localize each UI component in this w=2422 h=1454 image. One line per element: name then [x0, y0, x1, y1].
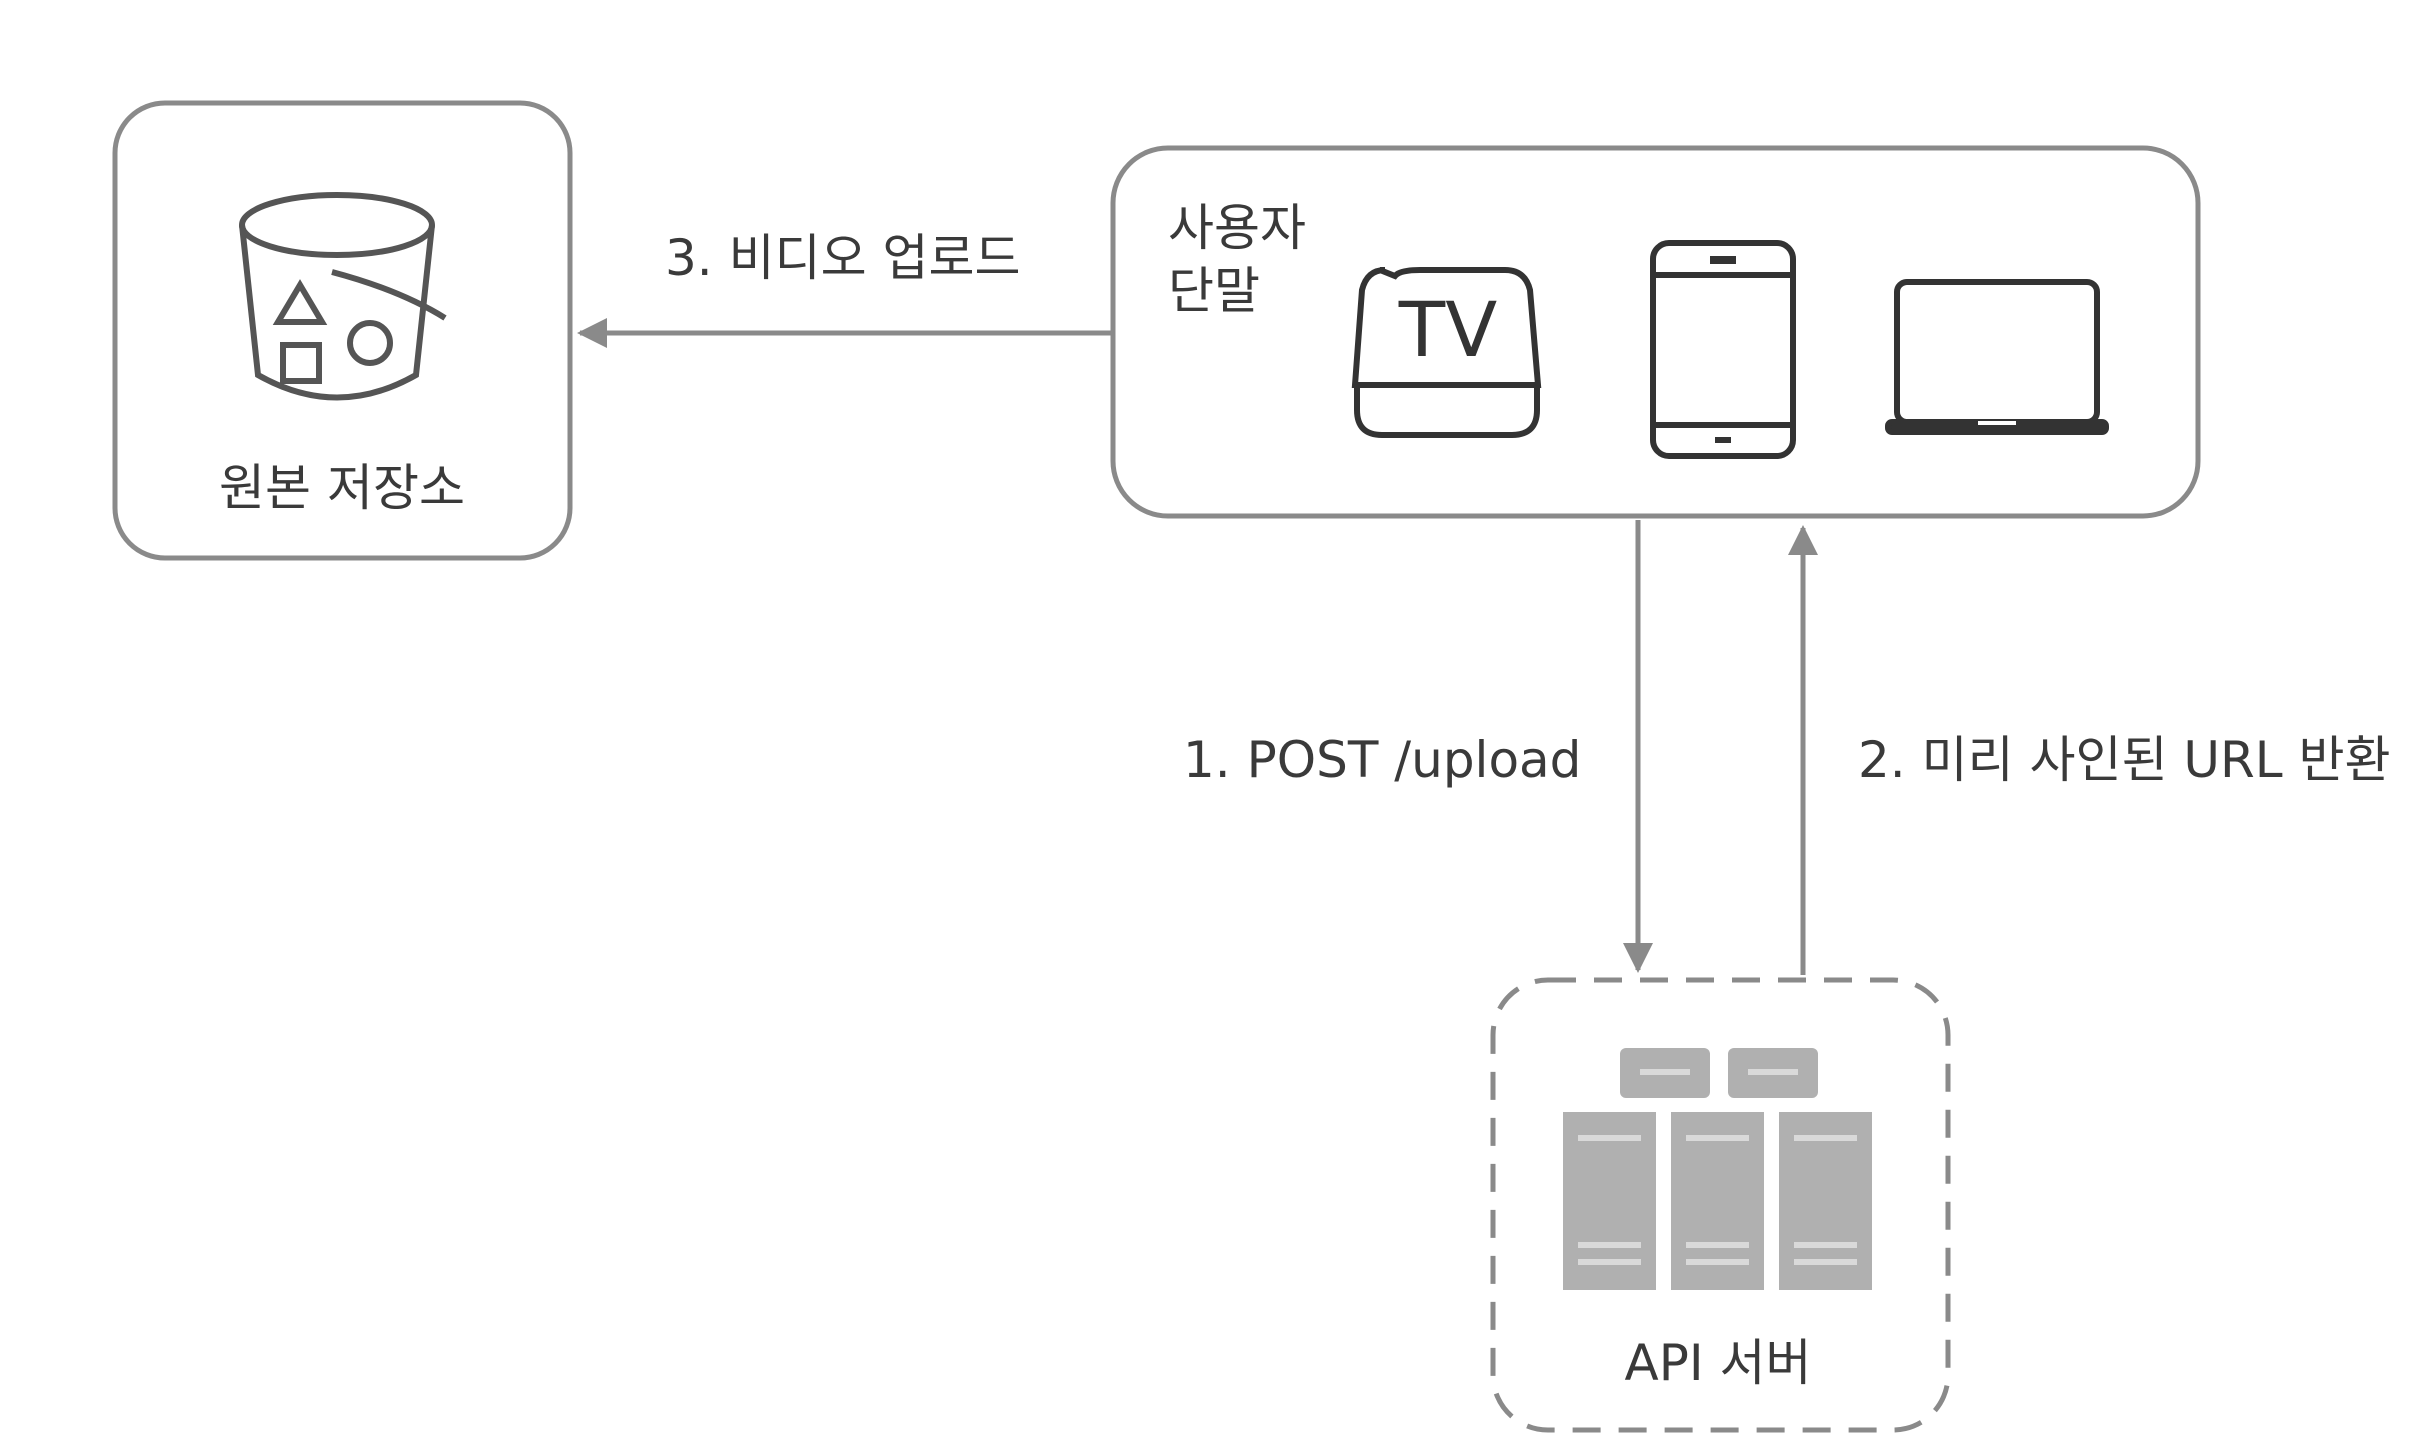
api-server-label: API 서버 [1625, 1334, 1812, 1392]
edge-label-video-upload: 3. 비디오 업로드 [665, 229, 1021, 287]
edge-label-upload-request: 1. POST /upload [1183, 731, 1581, 789]
laptop-icon [1885, 279, 2109, 435]
edge-presigned-url: 2. 미리 사인된 URL 반환 [1788, 525, 2390, 975]
edge-upload-request: 1. POST /upload [1183, 520, 1653, 973]
bucket-icon [239, 192, 447, 401]
tv-icon-text: TV [1398, 285, 1497, 374]
api-server-node: API 서버 [1490, 977, 1951, 1433]
storage-node: 원본 저장소 [112, 100, 573, 561]
client-label-line1: 사용자 [1168, 199, 1306, 257]
server-rack-icon [1563, 1048, 1872, 1290]
tv-icon: TV [1351, 267, 1542, 438]
tablet-icon [1650, 240, 1796, 459]
client-label-line2: 단말 [1168, 262, 1260, 320]
client-node: 사용자 단말 TV [1110, 145, 2201, 519]
storage-label: 원본 저장소 [219, 459, 465, 517]
edge-video-upload: 3. 비디오 업로드 [577, 229, 1113, 348]
edge-label-presigned-url: 2. 미리 사인된 URL 반환 [1858, 731, 2390, 789]
